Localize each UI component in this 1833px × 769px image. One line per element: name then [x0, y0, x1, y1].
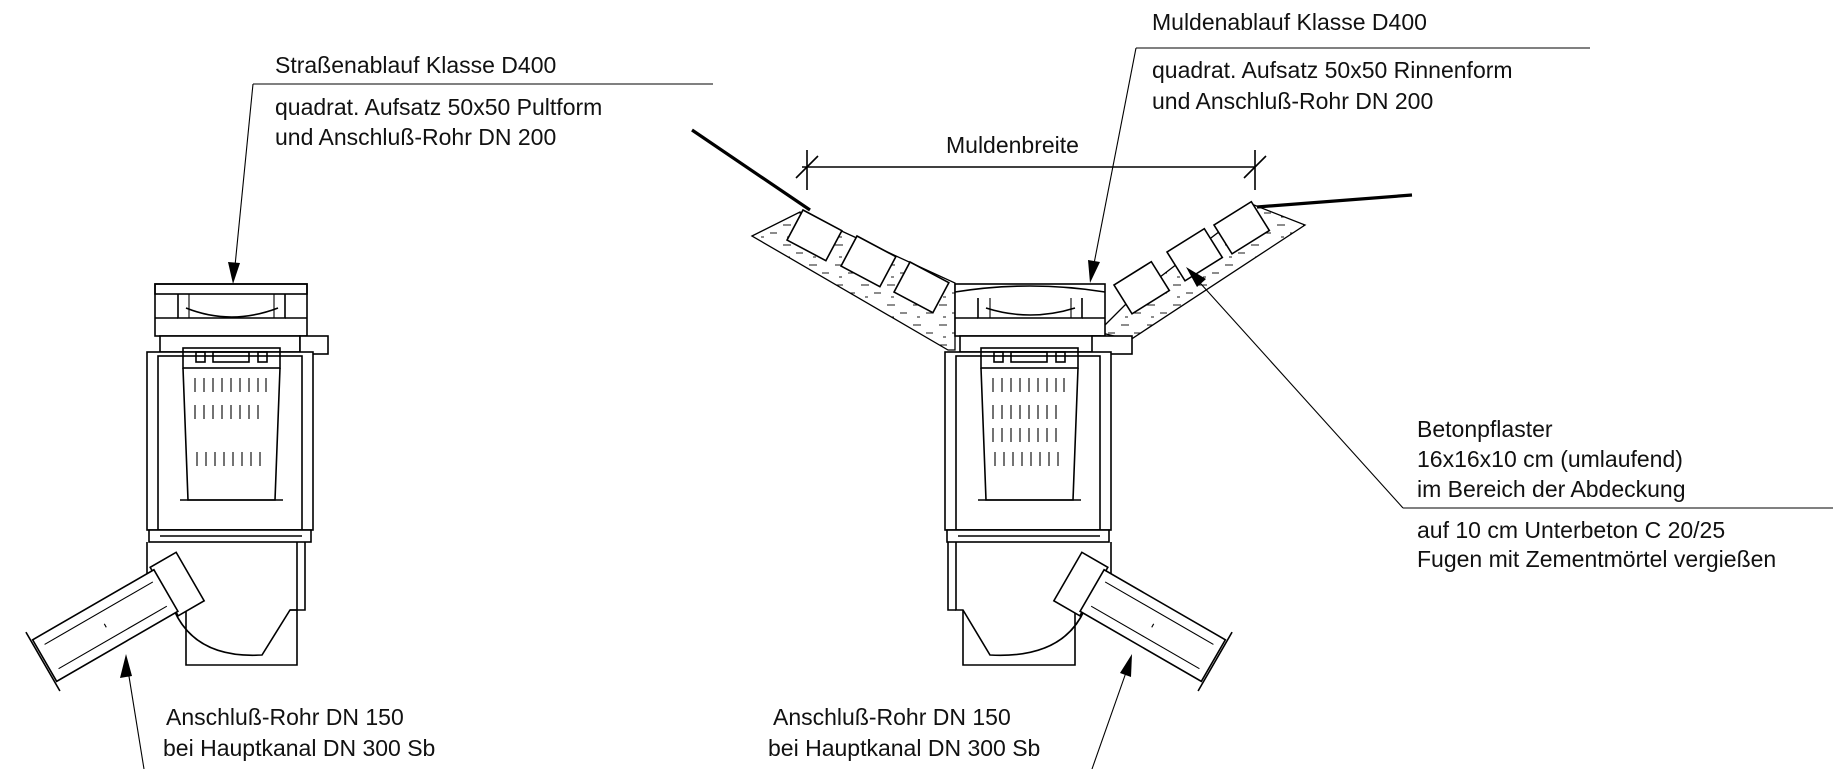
label-anschluss-left-line2: bei Hauptkanal DN 300 Sb [163, 735, 435, 761]
outlet-pipe-right [1052, 551, 1233, 692]
surface-line-right [1256, 193, 1413, 209]
label-betonpflaster-line3: im Bereich der Abdeckung [1417, 476, 1686, 502]
label-anschluss-right-line1: Anschluß-Rohr DN 150 [773, 704, 1011, 730]
label-anschluss-left-line1: Anschluß-Rohr DN 150 [166, 704, 404, 730]
label-anschluss-right-line2: bei Hauptkanal DN 300 Sb [768, 735, 1040, 761]
label-strassenablauf-line2: und Anschluß-Rohr DN 200 [275, 124, 556, 150]
paving-stones-right [1112, 200, 1271, 315]
leader-anschluss-right [1091, 654, 1132, 769]
grate-frame [154, 283, 308, 337]
label-betonpflaster-line2: 16x16x10 cm (umlaufend) [1417, 446, 1683, 472]
label-strassenablauf-line1: quadrat. Aufsatz 50x50 Pultform [275, 94, 602, 120]
label-strassenablauf-title: Straßenablauf Klasse D400 [275, 52, 556, 78]
strassenablauf-assembly [25, 283, 329, 692]
concrete-bedding-right [1096, 204, 1307, 341]
label-muldenablauf-line2: und Anschluß-Rohr DN 200 [1152, 88, 1433, 114]
leader-betonpflaster [1186, 267, 1833, 509]
label-muldenbreite: Muldenbreite [946, 132, 1079, 158]
muldenablauf-assembly [691, 128, 1413, 692]
label-betonpflaster-line1: Betonpflaster [1417, 416, 1553, 442]
label-betonpflaster-line4: auf 10 cm Unterbeton C 20/25 [1417, 517, 1725, 543]
label-muldenablauf-title: Muldenablauf Klasse D400 [1152, 9, 1427, 35]
leader-strassenablauf [228, 83, 713, 284]
label-muldenablauf-line1: quadrat. Aufsatz 50x50 Rinnenform [1152, 57, 1513, 83]
surface-line-left [691, 128, 811, 212]
outlet-pipe-left [25, 551, 206, 692]
leader-muldenablauf [1088, 47, 1590, 283]
gully-body-right [944, 351, 1112, 531]
gully-body [146, 351, 314, 531]
paving-stones-left [785, 208, 950, 314]
muldenbreite-dimension [795, 150, 1267, 190]
grate-frame-rinnenform [954, 283, 1106, 337]
leader-anschluss-left [120, 654, 145, 769]
label-betonpflaster-line5: Fugen mit Zementmörtel vergießen [1417, 546, 1776, 572]
